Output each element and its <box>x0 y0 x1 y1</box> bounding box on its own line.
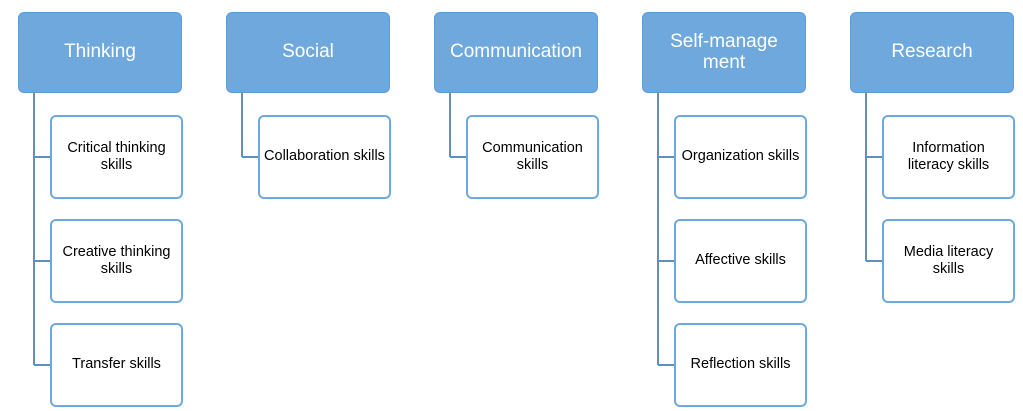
category-header-0: Thinking <box>18 12 182 93</box>
category-header-1: Social <box>226 12 390 93</box>
skill-box: Creative thinking skills <box>50 219 183 303</box>
skill-box: Information literacy skills <box>882 115 1015 199</box>
category-title: Social <box>282 41 334 63</box>
skill-label: Critical thinking skills <box>67 139 166 173</box>
skill-label: Transfer skills <box>72 356 161 373</box>
skill-box: Transfer skills <box>50 323 183 407</box>
skill-box: Media literacy skills <box>882 219 1015 303</box>
skill-box: Affective skills <box>674 219 807 303</box>
skill-label: Creative thinking skills <box>62 243 171 277</box>
skill-box: Reflection skills <box>674 323 807 407</box>
skill-label: Media literacy skills <box>903 243 994 277</box>
skill-box: Communication skills <box>466 115 599 199</box>
skill-label: Communication skills <box>482 139 583 173</box>
skill-label: Reflection skills <box>690 356 791 373</box>
category-header-3: Self-management <box>642 12 806 93</box>
skill-label: Affective skills <box>695 252 786 269</box>
skill-box: Collaboration skills <box>258 115 391 199</box>
category-title: Communication <box>450 41 582 63</box>
category-title: Self-management <box>670 30 778 73</box>
skill-box: Critical thinking skills <box>50 115 183 199</box>
skill-box: Organization skills <box>674 115 807 199</box>
skill-label: Organization skills <box>681 148 800 165</box>
category-header-2: Communication <box>434 12 598 93</box>
skill-label: Collaboration skills <box>264 148 385 165</box>
category-title: Research <box>891 41 973 63</box>
skill-label: Information literacy skills <box>907 139 990 173</box>
category-title: Thinking <box>64 41 136 63</box>
category-header-4: Research <box>850 12 1014 93</box>
